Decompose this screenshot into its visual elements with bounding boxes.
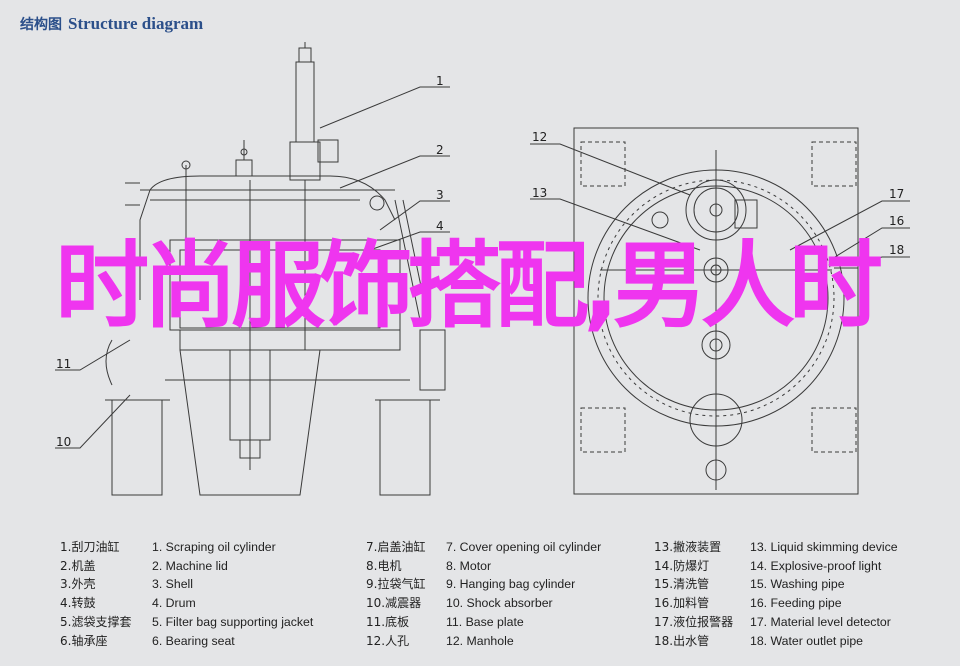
elevation-view	[105, 42, 446, 496]
callout-4: 4	[436, 219, 444, 233]
legend-item: 7.启盖油缸	[366, 540, 426, 554]
legend-item: 11.底板	[366, 614, 410, 629]
title-cn: 结构图	[20, 17, 62, 33]
legend-item: 6.轴承座	[60, 633, 108, 648]
legend-item: 17.液位报警器	[654, 614, 734, 629]
legend-col3-en: 13. Liquid skimming device 14. Explosive…	[750, 538, 898, 650]
legend-item: 5. Filter bag supporting jacket	[152, 614, 314, 629]
legend-item: 7. Cover opening oil cylinder	[446, 540, 602, 554]
callout-13: 13	[532, 186, 548, 200]
callout-11: 11	[56, 357, 72, 371]
legend-item: 3. Shell	[152, 577, 194, 592]
legend-item: 17. Material level detector	[750, 614, 891, 629]
legend-col1-en: 1. Scraping oil cylinder 2. Machine lid …	[152, 538, 313, 650]
legend-item: 2.机盖	[60, 558, 96, 573]
title-en: Structure diagram	[68, 14, 204, 33]
legend-item: 6. Bearing seat	[152, 633, 235, 648]
legend-item: 18. Water outlet pipe	[750, 633, 864, 648]
legend-item: 16. Feeding pipe	[750, 596, 842, 611]
legend-col2-en: 7. Cover opening oil cylinder 8. Motor 9…	[446, 538, 601, 650]
legend-item: 3.外壳	[60, 577, 96, 592]
page-title: 结构图 Structure diagram	[20, 14, 203, 34]
legend-col2-cn: 7.启盖油缸 8.电机 9.拉袋气缸 10.减震器 11.底板 12.人孔	[366, 538, 425, 650]
legend-item: 15. Washing pipe	[750, 577, 845, 592]
legend-item: 14. Explosive-proof light	[750, 558, 882, 573]
legend-item: 12.人孔	[366, 633, 410, 648]
legend-item: 15.清洗管	[654, 577, 710, 592]
legend-item: 4.转鼓	[60, 596, 96, 611]
legend-item: 16.加料管	[654, 596, 710, 611]
plan-view	[573, 127, 859, 495]
legend-item: 14.防爆灯	[654, 558, 710, 573]
legend-item: 10.减震器	[366, 596, 422, 611]
legend-item: 9.拉袋气缸	[366, 577, 426, 592]
callout-17: 17	[889, 187, 905, 201]
leader-lines	[55, 86, 910, 449]
legend-item: 1. Scraping oil cylinder	[152, 540, 276, 554]
legend-item: 8. Motor	[446, 558, 492, 573]
legend-item: 18.出水管	[654, 633, 710, 648]
overlay-headline: 时尚服饰搭配,男人时	[55, 232, 883, 341]
legend-item: 1.刮刀油缸	[60, 540, 120, 554]
callout-1: 1	[436, 74, 444, 88]
legend-item: 13.撇液装置	[654, 540, 722, 554]
legend-item: 5.滤袋支撑套	[60, 614, 132, 629]
legend-item: 8.电机	[366, 558, 402, 573]
callout-2: 2	[436, 143, 444, 157]
legend-item: 2. Machine lid	[152, 558, 228, 573]
legend-item: 10. Shock absorber	[446, 596, 553, 611]
legend-item: 9. Hanging bag cylinder	[446, 577, 576, 592]
callout-16: 16	[889, 214, 905, 228]
callout-12: 12	[532, 130, 548, 144]
legend-col3-cn: 13.撇液装置 14.防爆灯 15.清洗管 16.加料管 17.液位报警器 18…	[654, 538, 733, 650]
legend-item: 4. Drum	[152, 596, 196, 611]
callout-18: 18	[889, 243, 905, 257]
legend-item: 11. Base plate	[446, 614, 524, 629]
legend-item: 13. Liquid skimming device	[750, 540, 898, 554]
callout-3: 3	[436, 188, 444, 202]
callout-10: 10	[56, 435, 72, 449]
legend-item: 12. Manhole	[446, 633, 514, 648]
legend-col1-cn: 1.刮刀油缸 2.机盖 3.外壳 4.转鼓 5.滤袋支撑套 6.轴承座	[60, 538, 131, 650]
